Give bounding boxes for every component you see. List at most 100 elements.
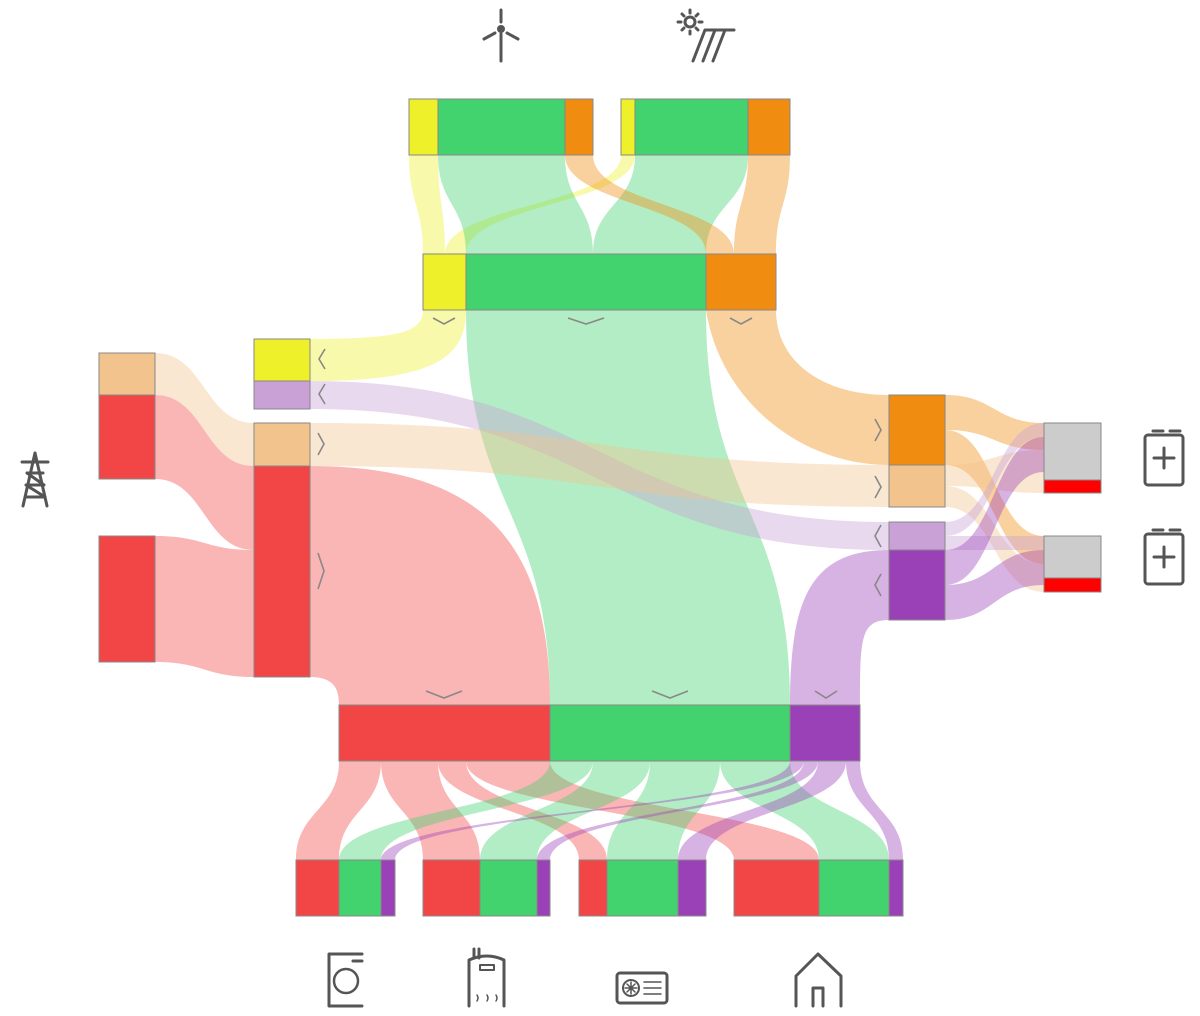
flow-battery-to-grid xyxy=(945,423,1044,536)
flow-grid xyxy=(155,536,254,677)
node-segment-renewable xyxy=(549,704,791,762)
heat-pump-icon xyxy=(615,971,669,1005)
node-border xyxy=(408,98,594,156)
node-segment-renewable xyxy=(465,253,707,311)
node-segment-battery-discharge xyxy=(536,859,551,917)
battery-2-node[interactable] xyxy=(1043,535,1102,593)
node-segment-pv-to-battery xyxy=(747,98,791,156)
flow-direction-chevron-icon xyxy=(425,690,463,699)
wind-node[interactable] xyxy=(408,98,594,156)
grid-import-node-1[interactable] xyxy=(98,352,156,480)
flow-direction-chevron-icon xyxy=(814,690,838,699)
node-segment-battery-discharge xyxy=(888,859,904,917)
node-segment-renewable xyxy=(338,859,382,917)
node-segment-battery-empty xyxy=(1043,535,1102,579)
node-segment-solar-self xyxy=(422,253,467,311)
node-segment-renewable xyxy=(437,98,566,156)
chevrons xyxy=(317,317,882,699)
node-segment-grid xyxy=(98,535,156,663)
node-border xyxy=(338,704,861,762)
flow-battery-discharge xyxy=(945,550,1044,620)
node-segment-pv-to-battery xyxy=(888,394,946,466)
node-segment-battery-level xyxy=(1043,577,1102,593)
flow-renewable xyxy=(480,761,650,860)
flow-direction-chevron-icon xyxy=(317,432,325,456)
node-segment-grid-to-battery xyxy=(888,464,946,508)
flow-solar-self xyxy=(409,155,445,254)
grid-export-node[interactable] xyxy=(253,338,311,410)
node-border xyxy=(253,338,311,410)
node-border xyxy=(422,253,777,311)
node-segment-renewable xyxy=(818,859,890,917)
flow-renewable xyxy=(438,155,593,254)
flow-direction-chevron-icon xyxy=(318,383,326,405)
flow-pv-to-battery xyxy=(945,430,1044,564)
battery-1-node[interactable] xyxy=(1043,422,1102,494)
node-segment-renewable xyxy=(634,98,749,156)
solar-panel-icon xyxy=(676,8,736,63)
grid-total-node[interactable] xyxy=(253,422,311,678)
flow-direction-chevron-icon xyxy=(432,317,456,325)
node-border xyxy=(1043,422,1102,494)
flow-battery-discharge xyxy=(381,761,804,860)
flow-grid xyxy=(296,761,381,860)
flow-renewable xyxy=(607,761,720,860)
node-segment-solar-self xyxy=(620,98,636,156)
flow-grid xyxy=(466,761,819,860)
house-icon xyxy=(794,952,843,1008)
node-border xyxy=(888,521,946,621)
flow-direction-chevron-icon xyxy=(729,317,753,325)
node-segment-battery-discharge xyxy=(677,859,707,917)
flow-pv-to-battery xyxy=(706,310,889,465)
node-segment-pv-to-battery xyxy=(705,253,777,311)
flow-direction-chevron-icon xyxy=(567,317,605,325)
node-border xyxy=(888,394,946,508)
node-segment-battery-to-grid xyxy=(253,380,311,410)
flow-direction-chevron-icon xyxy=(874,573,882,597)
node-border xyxy=(295,859,396,917)
node-border xyxy=(422,859,551,917)
battery-charge-node[interactable] xyxy=(888,394,946,508)
wind-turbine-icon xyxy=(482,8,520,63)
flow-direction-chevron-icon xyxy=(651,690,689,699)
flow-grid xyxy=(438,761,607,860)
flow-direction-chevron-icon xyxy=(317,552,325,590)
washing-machine-icon xyxy=(327,952,364,1008)
flow-battery-to-grid xyxy=(310,381,889,550)
node-segment-battery-discharge xyxy=(888,549,946,621)
flow-battery-discharge xyxy=(537,761,818,860)
node-border xyxy=(1043,535,1102,593)
flow-battery-discharge xyxy=(790,550,889,705)
flow-renewable xyxy=(720,761,889,860)
node-segment-grid xyxy=(295,859,340,917)
flow-renewable xyxy=(466,310,790,705)
power-pylon-icon xyxy=(20,451,50,508)
flow-pv-to-battery xyxy=(945,395,1044,450)
washing-machine-node[interactable] xyxy=(295,859,396,917)
flow-direction-chevron-icon xyxy=(318,348,326,370)
flow-direction-chevron-icon xyxy=(874,418,882,442)
heat-pump-node[interactable] xyxy=(578,859,707,917)
node-segment-solar-self xyxy=(408,98,439,156)
node-segment-solar-self xyxy=(253,338,311,382)
grid-import-node-2[interactable] xyxy=(98,535,156,663)
pv-total-node[interactable] xyxy=(422,253,777,311)
water-heater-icon xyxy=(467,947,506,1008)
battery-icon xyxy=(1143,429,1185,487)
solar-node[interactable] xyxy=(620,98,791,156)
flow-grid-to-battery xyxy=(945,486,1044,592)
flow-renewable xyxy=(339,761,593,860)
house-node[interactable] xyxy=(733,859,904,917)
water-heater-node[interactable] xyxy=(422,859,551,917)
consumption-total-node[interactable] xyxy=(338,704,861,762)
flow-pv-to-battery xyxy=(734,155,790,254)
flow-grid xyxy=(155,395,254,550)
flow-direction-chevron-icon xyxy=(874,475,882,499)
node-segment-renewable xyxy=(606,859,679,917)
node-segment-grid xyxy=(578,859,608,917)
battery-icon xyxy=(1143,528,1185,586)
battery-discharge-node[interactable] xyxy=(888,521,946,621)
flow-battery-discharge xyxy=(945,437,1044,585)
node-segment-grid xyxy=(422,859,481,917)
flow-solar-self xyxy=(445,155,635,254)
